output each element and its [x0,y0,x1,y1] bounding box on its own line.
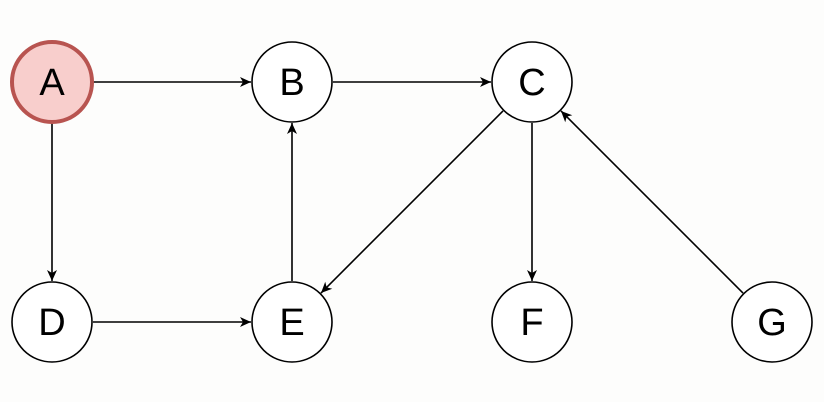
edge-g-to-c [560,110,744,294]
node-circle-c [491,41,573,123]
node-circle-e [251,281,333,363]
node-label-d: D [38,302,65,344]
node-label-g: G [757,302,787,344]
node-label-f: F [520,302,543,344]
node-label-e: E [279,302,304,344]
nodes-layer: A B C D E F G [10,40,813,363]
node-a: A [10,40,94,124]
node-c: C [491,41,573,123]
node-g: G [731,281,813,363]
node-label-c: C [518,62,545,104]
node-circle-a [10,40,94,124]
node-e: E [251,281,333,363]
node-d: D [11,281,93,363]
edges-layer [47,77,744,327]
node-circle-d [11,281,93,363]
node-label-b: B [279,62,304,104]
node-circle-f [491,281,573,363]
edge-c-to-e [320,110,504,294]
node-circle-b [251,41,333,123]
node-f: F [491,281,573,363]
node-b: B [251,41,333,123]
node-label-a: A [39,62,65,104]
node-circle-g [731,281,813,363]
